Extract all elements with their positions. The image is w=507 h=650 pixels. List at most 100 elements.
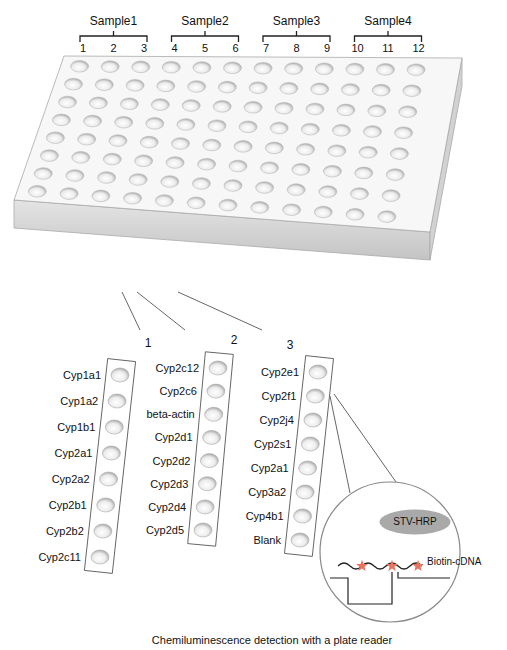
plate-well	[234, 141, 252, 153]
plate-well	[218, 81, 236, 93]
column-number: 6	[232, 42, 238, 55]
plate-well	[161, 176, 179, 188]
plate-well	[34, 168, 52, 180]
sample-label: Sample3	[273, 14, 320, 28]
plate-well	[332, 125, 350, 137]
biotin-label: Biotin-cDNA	[427, 556, 481, 568]
strip-well	[309, 365, 327, 379]
strip-well	[97, 498, 115, 512]
strip-well	[304, 413, 322, 427]
gene-label: Cyp1a1	[63, 369, 101, 382]
strip-well	[209, 361, 227, 375]
strip-well	[196, 500, 214, 514]
plate-well	[341, 84, 359, 96]
plate-well	[368, 105, 386, 117]
plate-well	[40, 150, 58, 162]
plate-well	[328, 145, 346, 157]
plate-well	[203, 139, 221, 151]
plate-well	[378, 211, 396, 223]
plate-well	[198, 158, 216, 170]
plate-well	[315, 63, 333, 75]
biotin-marks	[356, 560, 424, 571]
streptavidin-hrp: STV-HRP	[379, 509, 451, 535]
strip-well	[108, 394, 126, 408]
gene-label: Cyp2c12	[156, 362, 199, 375]
plate-well	[146, 118, 164, 130]
plate-well	[52, 114, 70, 126]
well-strips	[84, 352, 333, 574]
gene-label: Cyp2b2	[46, 525, 84, 538]
gene-label: Cyp2c11	[38, 551, 81, 564]
plate-well	[208, 120, 226, 132]
plate-well	[355, 167, 373, 179]
plate-well	[346, 63, 364, 75]
plate-well	[177, 119, 195, 131]
plate-well	[249, 82, 267, 94]
plate-well	[403, 85, 421, 97]
plate-well	[382, 190, 400, 202]
plate-well	[60, 188, 78, 200]
plate-well	[311, 83, 329, 95]
gene-label: Cyp2d5	[146, 524, 184, 537]
plate-well	[275, 102, 293, 114]
strip-well	[306, 389, 324, 403]
strip-well	[294, 509, 312, 523]
plate-well	[187, 197, 205, 209]
gene-label: Cyp2e1	[261, 366, 299, 379]
plate-well	[301, 123, 319, 135]
gene-label: Cyp2d2	[153, 454, 191, 467]
column-number: 7	[263, 42, 269, 55]
plate-well	[166, 157, 184, 169]
gene-label: Cyp3a2	[248, 486, 286, 499]
plate-well	[280, 83, 298, 95]
plate-well	[337, 104, 355, 116]
plate-wells	[28, 61, 425, 223]
plate-well	[351, 188, 369, 200]
biotin-star	[356, 560, 368, 571]
plate-well	[372, 84, 390, 96]
strip-number: 3	[287, 338, 294, 352]
plate-well	[120, 98, 138, 110]
column-number: 4	[171, 42, 177, 55]
plate-well	[224, 180, 242, 192]
plate-well	[192, 178, 210, 190]
column-number: 2	[110, 42, 116, 55]
plate-well	[188, 81, 206, 93]
cdna-strand	[338, 563, 422, 569]
strip-number: 1	[145, 336, 152, 350]
gene-label: Cyp2c6	[160, 385, 197, 398]
plate-well	[399, 106, 417, 118]
plate-well	[287, 184, 305, 196]
plate-well	[115, 116, 133, 128]
plate-well	[292, 164, 310, 176]
plate-well	[182, 100, 200, 112]
plate-well	[155, 195, 173, 207]
plate-well	[46, 132, 64, 144]
plate-well	[364, 126, 382, 138]
plate-well	[213, 101, 231, 113]
plate-well	[390, 148, 408, 160]
leader-lines	[122, 292, 396, 493]
plate-well	[297, 144, 315, 156]
sample-bracket	[355, 31, 422, 42]
plate-well	[323, 165, 341, 177]
plate-well	[319, 186, 337, 198]
plate-top	[14, 56, 462, 232]
column-number: 8	[293, 42, 299, 55]
strip-well	[203, 430, 221, 444]
gene-label: Cyp2b1	[49, 499, 87, 512]
plate-well	[151, 99, 169, 111]
plate-well	[59, 96, 77, 108]
strip-well	[301, 437, 319, 451]
plate-well	[66, 170, 84, 182]
gene-label: Cyp2a1	[55, 447, 93, 460]
plate-well	[98, 172, 116, 184]
plate-well	[124, 192, 142, 204]
column-number: 10	[351, 42, 363, 55]
column-number: 5	[202, 42, 208, 55]
sample-label: Sample2	[181, 14, 228, 28]
plate-well	[224, 62, 242, 74]
gene-label: Cyp2a1	[251, 462, 289, 475]
biotin-star	[386, 560, 398, 571]
